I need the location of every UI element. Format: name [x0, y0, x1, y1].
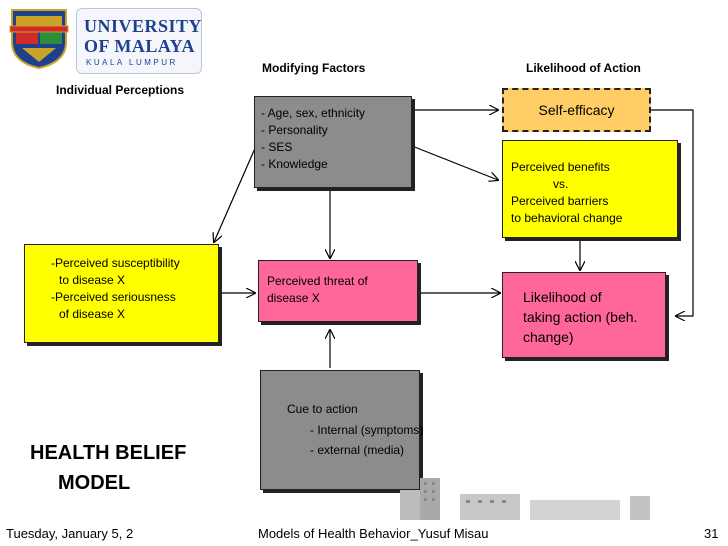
campus-building-image [400, 478, 650, 520]
likelihood-line-3: change) [523, 329, 574, 345]
threat-line-1: Perceived threat of [267, 274, 368, 288]
susceptibility-disease: to disease X [59, 273, 126, 287]
logo-line-of-malaya: OF MALAYA [84, 36, 196, 56]
factor-age-sex-ethnicity: - Age, sex, ethnicity [261, 106, 366, 120]
footer-page-number: 31 [704, 526, 719, 541]
perceived-susceptibility: -Perceived susceptibility [51, 256, 180, 270]
logo-banner [76, 8, 202, 74]
factor-ses: - SES [261, 140, 293, 154]
box-modifying-factors: - Age, sex, ethnicity - Personality - SE… [254, 96, 412, 188]
heading-individual-perceptions: Individual Perceptions [56, 83, 185, 97]
threat-line-2: disease X [267, 291, 320, 305]
footer-date: Tuesday, January 5, 2 [6, 526, 134, 541]
box-likelihood-of-action: Likelihood of taking action (beh. change… [502, 272, 666, 358]
barriers-line: Perceived barriers [511, 194, 609, 208]
cue-internal: - Internal (symptoms) [310, 423, 424, 437]
likelihood-line-2: taking action (beh. [523, 309, 638, 325]
logo-line-kuala-lumpur: KUALA LUMPUR [86, 58, 178, 67]
box-cue-to-action: Cue to action [260, 370, 420, 490]
vs-line: vs. [553, 177, 569, 191]
arrow-demographics-to-perceptions [214, 145, 257, 242]
self-efficacy-label: Self-efficacy [538, 102, 615, 118]
model-title: HEALTH BELIEF MODEL [30, 438, 186, 498]
behavioral-change-line: to behavioral change [511, 211, 623, 225]
box-self-efficacy: Self-efficacy [502, 88, 651, 132]
box-perceived-threat: Perceived threat of disease X [258, 260, 418, 322]
arrow-self-efficacy-to-likelihood [651, 109, 694, 316]
footer-subtitle: Models of Health Behavior_Yusuf Misau [258, 526, 489, 541]
likelihood-line-1: Likelihood of [523, 289, 602, 305]
cue-title: Cue to action [287, 402, 358, 416]
heading-likelihood-of-action: Likelihood of Action [526, 61, 641, 75]
box-individual-perceptions: -Perceived susceptibility to disease X -… [24, 244, 219, 343]
model-title-line-1: HEALTH BELIEF [30, 442, 187, 464]
model-title-line-2: MODEL [58, 472, 131, 494]
heading-modifying-factors: Modifying Factors [262, 61, 366, 75]
perceived-seriousness: -Perceived seriousness [51, 290, 176, 304]
university-logo: UNIVERSITY OF MALAYA KUALA LUMPUR [8, 6, 203, 74]
crest-icon [9, 9, 69, 70]
factor-personality: - Personality [261, 123, 328, 137]
box-benefits-barriers: Perceived benefits vs. Perceived barrier… [502, 140, 678, 238]
benefits-line: Perceived benefits [511, 160, 610, 174]
seriousness-disease: of disease X [59, 307, 126, 321]
cue-external: - external (media) [310, 443, 405, 457]
logo-line-university: UNIVERSITY [84, 16, 203, 36]
factor-knowledge: - Knowledge [261, 157, 328, 171]
arrow-demographics-to-benefits [411, 145, 498, 180]
